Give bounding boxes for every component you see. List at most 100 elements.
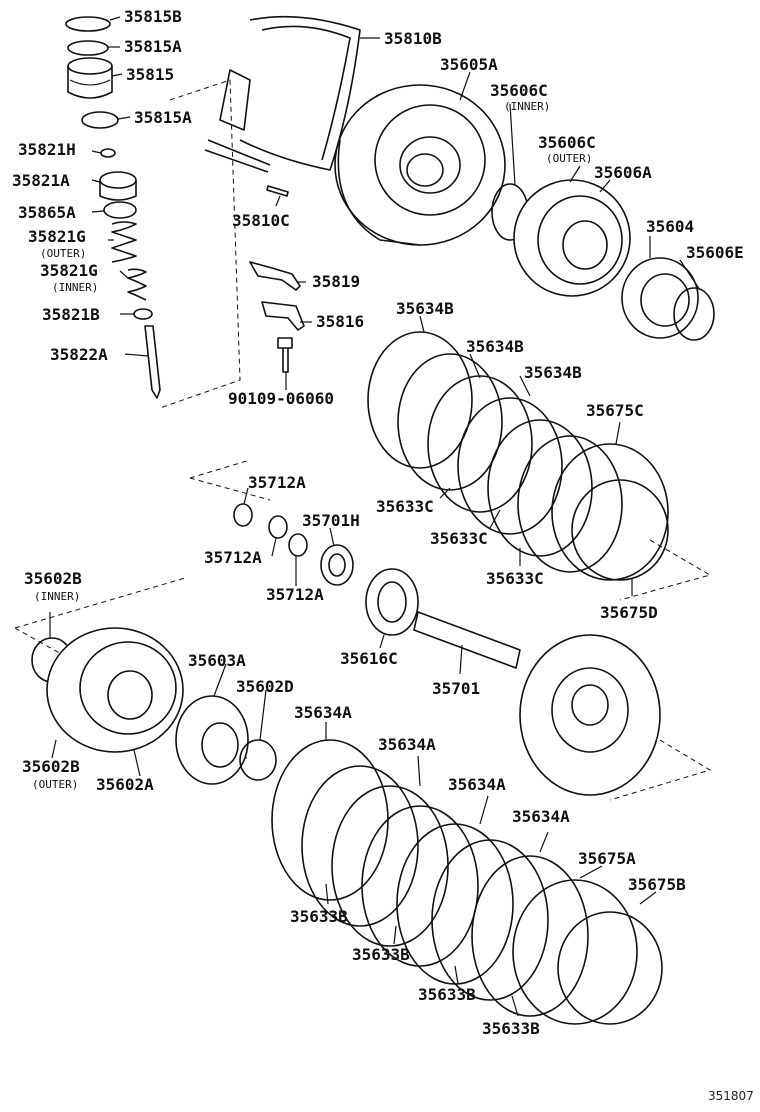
washer-35712A-1[interactable] (233, 503, 253, 527)
label-35602B-outer[interactable]: 35602B (22, 757, 80, 776)
clutch-pack-lower (271, 739, 663, 1025)
plate-35634A-3[interactable] (396, 823, 514, 985)
label-35606E[interactable]: 35606E (686, 243, 744, 262)
label-35865A[interactable]: 35865A (18, 203, 76, 222)
part-90109-06060-bolt[interactable] (277, 337, 293, 373)
part-35810B-brake-band[interactable] (204, 15, 361, 173)
label-35634B-1[interactable]: 35634B (396, 299, 454, 318)
part-35821B-washer[interactable] (133, 308, 153, 320)
disc-35633C-1[interactable] (397, 353, 503, 491)
label-35675C[interactable]: 35675C (586, 401, 644, 420)
plate-35634B-1[interactable] (367, 331, 473, 469)
label-35810C[interactable]: 35810C (232, 211, 290, 230)
label-35634A-3[interactable]: 35634A (448, 775, 506, 794)
part-35810C-pin[interactable] (266, 185, 289, 197)
bearing-35701H[interactable] (320, 544, 354, 586)
part-35821A-piston[interactable] (99, 171, 137, 201)
label-35602D[interactable]: 35602D (236, 677, 294, 696)
washer-35616C[interactable] (365, 568, 419, 636)
label-35634A-2[interactable]: 35634A (378, 735, 436, 754)
label-35633C-2[interactable]: 35633C (430, 529, 488, 548)
shaft-35701[interactable] (413, 611, 661, 796)
label-35606A[interactable]: 35606A (594, 163, 652, 182)
label-35675A[interactable]: 35675A (578, 849, 636, 868)
label-35633B-4[interactable]: 35633B (482, 1019, 540, 1038)
label-35815B[interactable]: 35815B (124, 7, 182, 26)
label-35821A[interactable]: 35821A (12, 171, 70, 190)
disc-35633B-1[interactable] (301, 765, 419, 927)
part-35865A-ring[interactable] (103, 201, 137, 219)
disc-35633B-3[interactable] (431, 839, 549, 1001)
label-35701[interactable]: 35701 (432, 679, 480, 698)
label-35675D[interactable]: 35675D (600, 603, 658, 622)
label-35815A-bottom[interactable]: 35815A (134, 108, 192, 127)
label-35602B-inner[interactable]: 35602B (24, 569, 82, 588)
label-35701H[interactable]: 35701H (302, 511, 360, 530)
label-35602A[interactable]: 35602A (96, 775, 154, 794)
part-35815A-top-oring[interactable] (67, 40, 109, 56)
plate-35634B-3[interactable] (487, 419, 593, 557)
ring-35675C[interactable] (551, 443, 669, 581)
disc-35633B-2[interactable] (361, 805, 479, 967)
label-35821G-inner[interactable]: 35821G (40, 261, 98, 280)
label-35633C-3[interactable]: 35633C (486, 569, 544, 588)
part-35815B-ring[interactable] (65, 16, 111, 32)
label-35634A-1[interactable]: 35634A (294, 703, 352, 722)
label-35815[interactable]: 35815 (126, 65, 174, 84)
plate-35634A-1[interactable] (271, 739, 389, 901)
label-35816[interactable]: 35816 (316, 312, 364, 331)
label-35604[interactable]: 35604 (646, 217, 694, 236)
plate-35634B-2[interactable] (427, 375, 533, 513)
label-35712A-2[interactable]: 35712A (204, 548, 262, 567)
part-35822A-pin[interactable] (144, 325, 161, 399)
label-35712A-3[interactable]: 35712A (266, 585, 324, 604)
snap-ring-35675D[interactable] (571, 479, 669, 581)
drum-35602A[interactable] (46, 627, 184, 753)
label-35821B[interactable]: 35821B (42, 305, 100, 324)
piston-35603A[interactable] (175, 695, 249, 785)
label-90109-06060[interactable]: 90109-06060 (228, 389, 334, 408)
label-35616C[interactable]: 35616C (340, 649, 398, 668)
label-35815A-top[interactable]: 35815A (124, 37, 182, 56)
label-35822A[interactable]: 35822A (50, 345, 108, 364)
part-35604-spring-retainer[interactable] (621, 257, 699, 339)
label-35634A-4[interactable]: 35634A (512, 807, 570, 826)
label-35633B-3[interactable]: 35633B (418, 985, 476, 1004)
ring-35675A[interactable] (512, 879, 638, 1025)
part-35815-piston[interactable] (67, 57, 113, 99)
part-35821G-outer-spring[interactable] (111, 221, 137, 263)
part-35815A-bottom-oring[interactable] (81, 111, 119, 129)
label-35821H[interactable]: 35821H (18, 140, 76, 159)
label-35605A[interactable]: 35605A (440, 55, 498, 74)
part-35606E-snap-ring[interactable] (673, 287, 715, 341)
plate-35634A-4[interactable] (471, 855, 589, 1017)
label-35633B-2[interactable]: 35633B (352, 945, 410, 964)
label-35606C-outer[interactable]: 35606C (538, 133, 596, 152)
label-35603A[interactable]: 35603A (188, 651, 246, 670)
label-35821G-outer[interactable]: 35821G (28, 227, 86, 246)
label-35819[interactable]: 35819 (312, 272, 360, 291)
washer-35712A-2[interactable] (268, 515, 288, 539)
label-35675B[interactable]: 35675B (628, 875, 686, 894)
label-35634B-3[interactable]: 35634B (524, 363, 582, 382)
washer-35712A-3[interactable] (288, 533, 308, 557)
label-35821G-outer-sub: (OUTER) (40, 247, 86, 260)
part-35606A-piston[interactable] (513, 179, 631, 297)
label-35633B-1[interactable]: 35633B (290, 907, 348, 926)
label-35606C-inner[interactable]: 35606C (490, 81, 548, 100)
snap-ring-35602D[interactable] (239, 739, 277, 781)
label-35810B[interactable]: 35810B (384, 29, 442, 48)
part-35816-lever[interactable] (261, 301, 305, 331)
label-35634B-2[interactable]: 35634B (466, 337, 524, 356)
part-35819-lever[interactable] (249, 261, 301, 291)
label-35633C-1[interactable]: 35633C (376, 497, 434, 516)
part-35821H-clip[interactable] (100, 148, 116, 158)
part-35605A-drum[interactable] (334, 84, 506, 246)
label-35606C-outer-sub: (OUTER) (546, 152, 592, 165)
label-35712A-1[interactable]: 35712A (248, 473, 306, 492)
snap-ring-35675B[interactable] (557, 911, 663, 1025)
plate-35634A-2[interactable] (331, 785, 449, 947)
disc-35633C-2[interactable] (457, 397, 563, 535)
disc-35633C-3[interactable] (517, 435, 623, 573)
part-35821G-inner-spring[interactable] (127, 268, 147, 301)
